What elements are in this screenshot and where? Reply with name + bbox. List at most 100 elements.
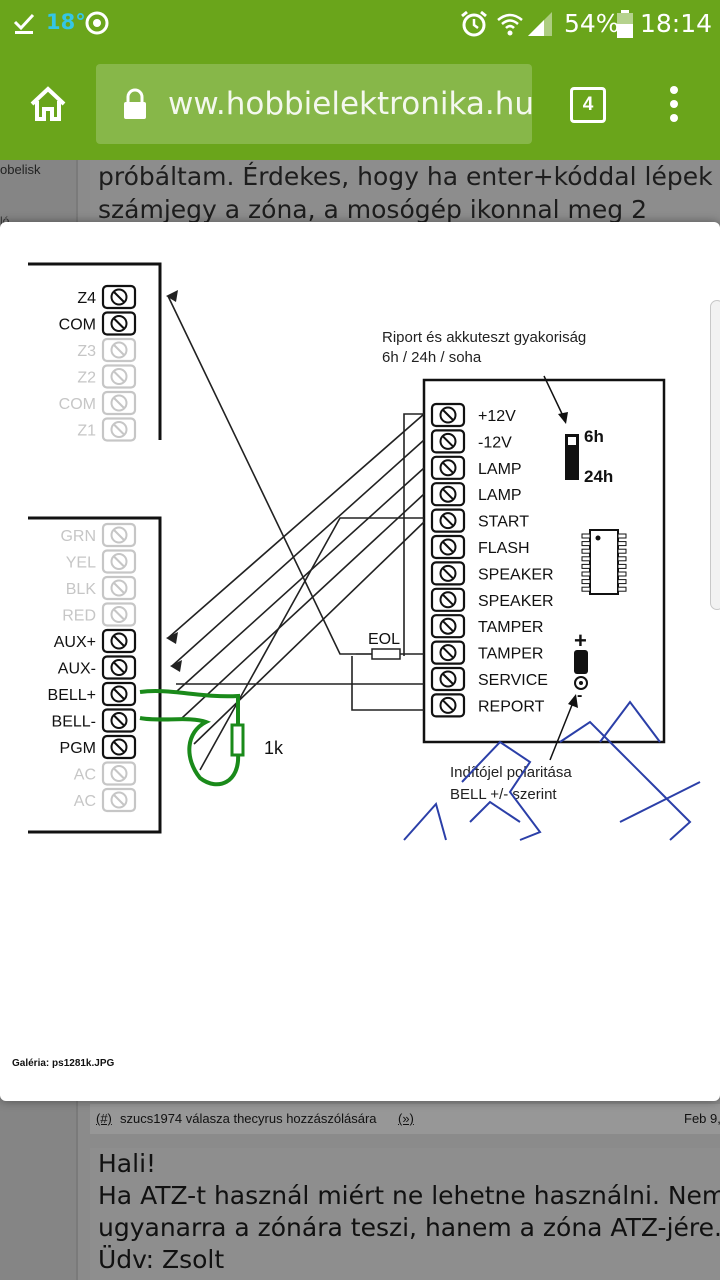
- note-bottom-line1: Indítójel polaritása: [450, 764, 572, 781]
- screw: [110, 579, 128, 597]
- screw: [110, 659, 128, 676]
- terminal-label: Z3: [77, 343, 96, 360]
- text-line: Üdv: Zsolt: [98, 1245, 225, 1274]
- sidebar-label: obelisk: [0, 162, 41, 177]
- screw: [110, 341, 128, 359]
- terminal-label: -12V: [478, 434, 512, 451]
- screw-slot: [113, 741, 125, 753]
- terminal-label: SPEAKER: [478, 566, 554, 583]
- url-text[interactable]: ww.hobbielektronika.hu/f: [168, 86, 532, 122]
- screw-slot: [442, 514, 454, 527]
- screw: [110, 738, 128, 756]
- terminal: AUX-: [58, 655, 137, 680]
- terminal: COM: [59, 311, 137, 336]
- ic-pin: [581, 563, 591, 569]
- screw: [439, 644, 457, 662]
- image-caption: Galéria: ps1281k.JPG: [12, 1058, 115, 1069]
- terminal: PGM: [60, 734, 137, 760]
- screw: [439, 459, 457, 477]
- terminal-label: BELL+: [48, 687, 96, 704]
- screw-slot: [113, 582, 125, 594]
- resistor-label: 1k: [264, 738, 284, 758]
- terminal-label: COM: [59, 396, 96, 413]
- screw-slot: [113, 714, 125, 727]
- post-anchor-link[interactable]: (#): [96, 1111, 112, 1126]
- temperature: 18°: [46, 10, 86, 34]
- terminal: START: [430, 508, 529, 533]
- more-vert-icon[interactable]: [662, 84, 686, 124]
- screw-slot: [113, 608, 125, 621]
- screw-slot: [113, 661, 125, 674]
- text-line: ugyanarra a zónára teszi, hanem a zóna A…: [98, 1213, 720, 1242]
- terminal-label: START: [478, 514, 529, 531]
- terminal-label: BLK: [66, 581, 97, 598]
- terminal-label: AUX-: [58, 661, 96, 678]
- terminal: BLK: [66, 575, 137, 601]
- screw: [110, 315, 128, 332]
- led-minus: -: [577, 687, 582, 704]
- url-bar[interactable]: ww.hobbielektronika.hu/f: [96, 64, 532, 144]
- screw-slot: [442, 541, 454, 553]
- terminal: Z3: [77, 337, 137, 363]
- terminal: GRN: [60, 522, 137, 548]
- screw-slot: [442, 462, 454, 474]
- screw-slot: [113, 555, 125, 568]
- terminal: BELL+: [48, 681, 137, 707]
- post-body: Hali! Ha ATZ-t használ miért ne lehetne …: [90, 1148, 720, 1280]
- terminal-label: +12V: [478, 408, 516, 425]
- terminal-label: TAMPER: [478, 619, 543, 636]
- screw: [110, 765, 128, 782]
- ic-pin: [617, 563, 627, 569]
- module-box: [422, 378, 666, 744]
- terminal: RED: [62, 602, 137, 627]
- terminal: BELL-: [52, 708, 137, 733]
- terminal-label: Z2: [77, 370, 96, 387]
- screw: [439, 512, 457, 530]
- terminal-label: Z1: [77, 423, 96, 440]
- terminal: SERVICE: [430, 666, 548, 692]
- tab-switcher-button[interactable]: 4: [570, 87, 606, 123]
- home-icon[interactable]: [28, 84, 68, 124]
- text-line: Ha ATZ-t használ miért ne lehetne haszná…: [98, 1181, 720, 1210]
- note-top-line1: Riport és akkuteszt gyakoriság: [382, 329, 586, 346]
- note-top-line2: 6h / 24h / soha: [382, 349, 482, 366]
- post-date: Feb 9,: [684, 1111, 720, 1126]
- terminal: SPEAKER: [430, 561, 554, 586]
- reply-to-link[interactable]: (»): [398, 1111, 414, 1126]
- screw-slot: [442, 409, 454, 421]
- terminal-label: LAMP: [478, 461, 522, 478]
- terminal-label: PGM: [60, 740, 96, 757]
- terminal: Z1: [77, 417, 137, 442]
- terminal: -12V: [430, 429, 512, 454]
- terminal-label: AC: [74, 793, 96, 810]
- terminal: +12V: [430, 402, 516, 428]
- screw-slot: [113, 794, 125, 806]
- terminal-label: FLASH: [478, 540, 530, 557]
- ic-pin: [581, 579, 591, 585]
- terminal: REPORT: [430, 693, 545, 718]
- terminal-label: AC: [74, 767, 96, 784]
- screw-slot: [113, 423, 125, 436]
- screw-slot: [442, 699, 454, 712]
- jumper: [565, 434, 579, 480]
- battery-icon: [617, 10, 633, 38]
- screw: [439, 591, 457, 609]
- ic-pin: [581, 556, 591, 562]
- screw-slot: [113, 635, 125, 647]
- ic-pin: [617, 556, 627, 562]
- terminal: TAMPER: [430, 614, 543, 639]
- screw-slot: [442, 646, 454, 659]
- signal-icon: [528, 12, 552, 36]
- wires: [167, 295, 425, 771]
- terminal-label: LAMP: [478, 487, 522, 504]
- jumper-24h-label: 24h: [584, 467, 613, 486]
- post-header: (#) szucs1974 válasza thecyrus hozzászól…: [90, 1104, 720, 1134]
- browser-toolbar: ww.hobbielektronika.hu/f 4: [0, 48, 720, 160]
- screw-slot: [113, 397, 125, 409]
- terminal: LAMP: [430, 482, 522, 507]
- screw-slot: [442, 567, 454, 580]
